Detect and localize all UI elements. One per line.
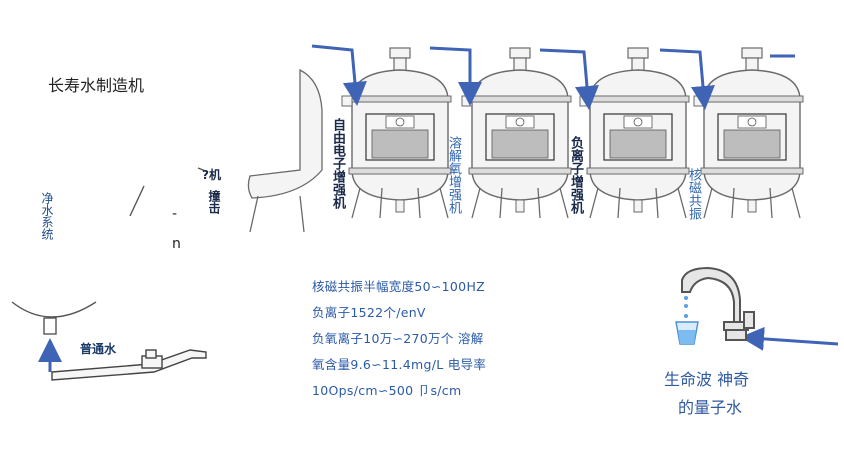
page-title: 长寿水制造机 <box>48 76 145 95</box>
water-drops-icon <box>684 296 688 318</box>
flow-arrow-icon <box>311 44 795 110</box>
pipe-icon <box>51 349 207 381</box>
spec-line-1: 核磁共振半幅宽度50∽100HZ <box>312 279 486 294</box>
fragment-dash: - <box>172 206 178 222</box>
tank-label-dissolved-oxygen: 溶解氧增强机 <box>446 136 461 214</box>
faucet-icon <box>681 266 755 341</box>
tank-icon <box>693 47 804 219</box>
fragment-label-bottom: 撞击 <box>207 190 221 214</box>
tank-icon <box>579 47 690 219</box>
tank-label-nmr: 核磁共振 <box>686 168 701 220</box>
spec-line-5: 10Ops/cm∽500 卩s/cm <box>312 383 462 398</box>
tank-label-free-electron: 自由电子增强机 <box>330 118 345 209</box>
purifier-label: 净水系统 <box>40 192 54 240</box>
spec-line-2: 负离子1522个/enV <box>312 305 426 320</box>
tank-icon <box>461 47 572 219</box>
spec-line-3: 负氧离子10万∽270万个 溶解 <box>312 331 484 346</box>
result-line-2: 的量子水 <box>678 398 743 417</box>
tank-icon-partial <box>247 68 323 233</box>
fragment-marks <box>129 167 209 217</box>
inlet-arrow-icon <box>740 326 839 351</box>
ordinary-water-label: 普通水 <box>80 342 117 356</box>
water-glass-icon <box>675 321 699 345</box>
fragment-n: n <box>172 236 181 252</box>
result-line-1: 生命波 神奇 <box>664 370 750 389</box>
spec-line-4: 氧含量9.6∽11.4mg/L 电导率 <box>312 357 487 372</box>
purifier-bowl-icon <box>11 301 97 335</box>
tank-label-negative-ion: 负离子增强机 <box>568 136 583 214</box>
fragment-label-top: ?机 <box>202 168 221 182</box>
